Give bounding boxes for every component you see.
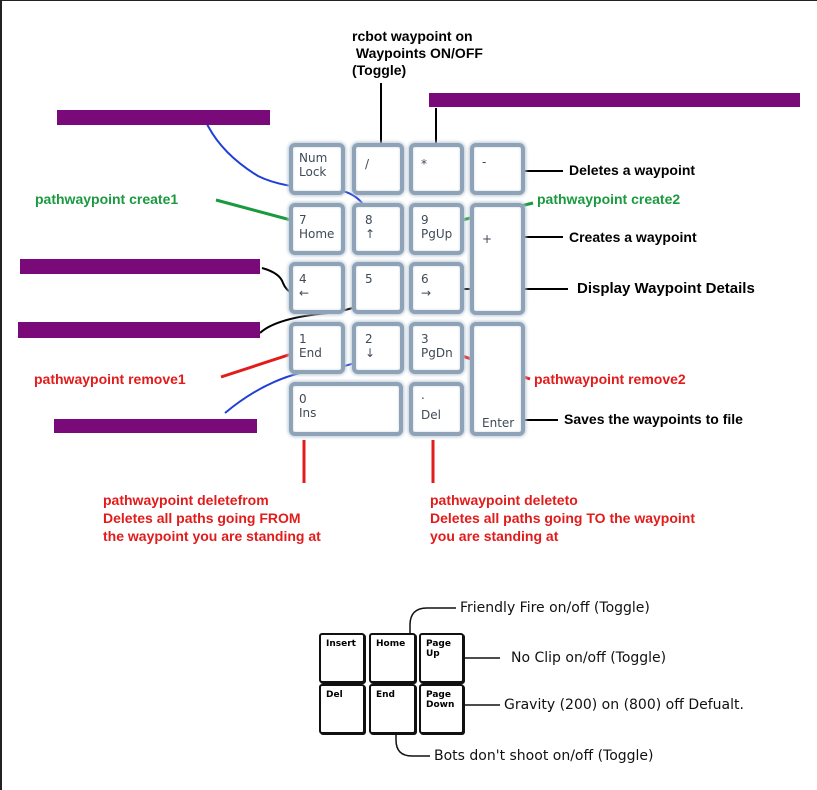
key-label: 4 ← <box>299 272 310 300</box>
plus-key[interactable]: + <box>470 203 525 315</box>
key-label: 3 PgDn <box>421 332 453 360</box>
down-2-key[interactable]: 2 ↓ <box>352 322 404 374</box>
bots-label: Bots don't shoot on/off (Toggle) <box>434 748 654 764</box>
left-4-key[interactable]: 4 ← <box>289 262 345 314</box>
end-1-key[interactable]: 1 End <box>289 322 345 374</box>
deleteto-label: pathwaypoint deleteto Deletes all paths … <box>430 492 696 544</box>
key-label: * <box>421 157 427 171</box>
key-label: Del <box>421 408 441 422</box>
key-label: 7 Home <box>299 213 335 241</box>
key-label: - <box>482 155 487 169</box>
line-bots <box>395 714 430 757</box>
ins-0-key[interactable]: 0 Ins <box>289 382 403 436</box>
insert-key[interactable]: Insert <box>319 633 365 683</box>
display-details-label: Display Waypoint Details <box>577 280 755 297</box>
pgup-9-key[interactable]: 9 PgUp <box>409 203 464 255</box>
deletefrom-label: pathwaypoint deletefrom Deletes all path… <box>103 492 321 544</box>
key-label: Insert <box>326 639 356 649</box>
divide-key[interactable]: / <box>352 143 404 195</box>
numlock-key[interactable]: Num Lock <box>289 143 345 195</box>
key-label: Page Up <box>426 639 451 659</box>
key-label: Num Lock <box>299 151 328 179</box>
key-label: . <box>421 388 425 402</box>
home-key[interactable]: Home <box>369 633 416 683</box>
key-label: 8 ↑ <box>365 213 376 241</box>
pgdn-3-key[interactable]: 3 PgDn <box>409 322 464 374</box>
five-key[interactable]: 5 <box>352 262 404 314</box>
key-label: Home <box>376 639 406 649</box>
key-label: Enter <box>482 416 515 430</box>
redacted-label <box>429 93 800 107</box>
create2-label: pathwaypoint create2 <box>537 191 681 207</box>
enter-key[interactable]: Enter <box>470 322 525 436</box>
create1-label: pathwaypoint create1 <box>35 191 179 207</box>
friendly-fire-label: Friendly Fire on/off (Toggle) <box>460 600 650 616</box>
noclip-label: No Clip on/off (Toggle) <box>511 650 667 666</box>
key-label: End <box>376 690 395 700</box>
redacted-label <box>54 419 257 433</box>
key-label: Page Down <box>426 690 455 710</box>
creates-waypoint-label: Creates a waypoint <box>569 229 697 245</box>
key-label: Del <box>326 690 343 700</box>
gravity-label: Gravity (200) on (800) off Defualt. <box>504 697 744 713</box>
key-label: 2 ↓ <box>365 332 376 360</box>
key-label: 0 Ins <box>299 392 317 420</box>
up-8-key[interactable]: 8 ↑ <box>352 203 404 255</box>
right-6-key[interactable]: 6 → <box>409 262 464 314</box>
nav-del-key[interactable]: Del <box>319 684 365 734</box>
waypoint-toggle-title: rcbot waypoint on Waypoints ON/OFF (Togg… <box>352 28 483 78</box>
del-key[interactable]: . Del <box>409 382 464 436</box>
remove2-label: pathwaypoint remove2 <box>534 371 686 387</box>
key-label: 9 PgUp <box>421 213 453 241</box>
key-label: 1 End <box>299 332 322 360</box>
minus-key[interactable]: - <box>470 143 525 195</box>
deletes-waypoint-label: Deletes a waypoint <box>569 162 696 178</box>
redacted-label <box>18 322 260 338</box>
key-label: / <box>365 157 370 171</box>
home-7-key[interactable]: 7 Home <box>289 203 345 255</box>
line-eight <box>206 123 369 214</box>
remove1-label: pathwaypoint remove1 <box>34 371 186 387</box>
page-down-key[interactable]: Page Down <box>419 684 464 734</box>
saves-waypoints-label: Saves the waypoints to file <box>564 411 743 427</box>
page-up-key[interactable]: Page Up <box>419 633 464 683</box>
key-label: + <box>482 232 493 246</box>
redacted-label <box>57 110 270 125</box>
redacted-label <box>20 259 260 274</box>
end-key[interactable]: End <box>369 684 416 734</box>
key-label: 5 <box>365 272 373 286</box>
multiply-key[interactable]: * <box>409 143 464 195</box>
key-label: 6 → <box>421 272 432 300</box>
line-friendly-fire <box>409 607 456 655</box>
